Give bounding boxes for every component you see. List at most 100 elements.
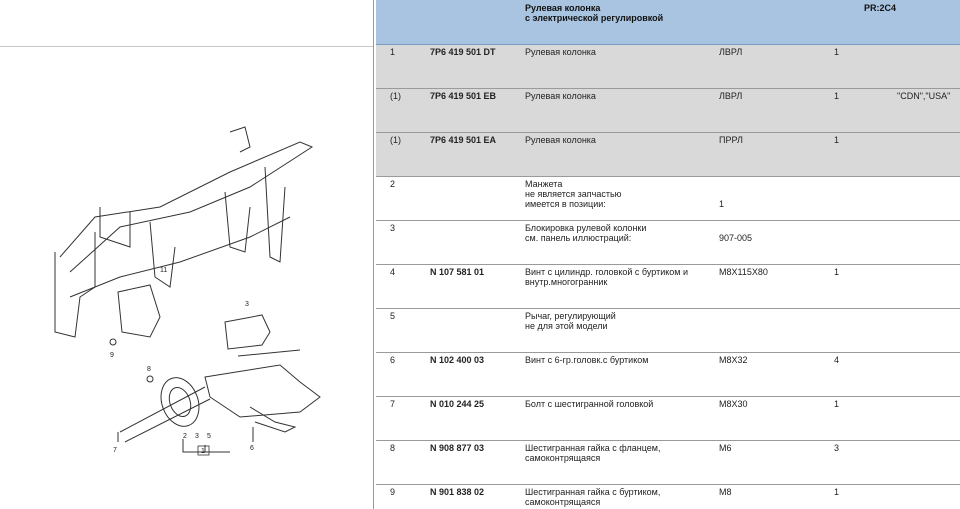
description-line: Болт с шестигранной головкой <box>525 399 654 409</box>
cell-part-number: N 901 838 02 <box>430 487 485 497</box>
callout-2: 2 <box>183 433 187 440</box>
cell-position: 7 <box>390 399 396 409</box>
description-line: Блокировка рулевой колонки <box>525 223 647 233</box>
cell-model: "CDN","USA" <box>897 91 951 101</box>
description-line: см. панель иллюстраций: <box>525 233 632 243</box>
lever-5 <box>249 406 297 433</box>
cell-description: Болт с шестигранной головкой <box>525 399 710 409</box>
table-row[interactable]: (1) 7P6 419 501 EA Рулевая колонка ПРРЛ 1 <box>376 133 960 177</box>
parts-table: Рулевая колонка с электрической регулиро… <box>376 0 960 509</box>
cell-part-number: N 010 244 25 <box>430 399 485 409</box>
cell-description: Рулевая колонка <box>525 135 710 145</box>
callout-8: 8 <box>147 366 151 373</box>
cell-remark: 1 <box>719 199 725 209</box>
bolt-4 <box>237 349 301 357</box>
description-line: не является запчастью <box>525 189 622 199</box>
frame-crossbar <box>59 141 314 273</box>
nut-9 <box>109 338 117 346</box>
cell-quantity: 1 <box>834 91 840 101</box>
cell-quantity: 1 <box>834 487 840 497</box>
description-line: имеется в позиции: <box>525 199 606 209</box>
cell-remark: M8X32 <box>719 355 748 365</box>
description-line: самоконтрящаяся <box>525 453 601 463</box>
cell-remark: M8X115X80 <box>719 267 768 277</box>
description-line: Рулевая колонка <box>525 47 596 57</box>
cell-remark: M8 <box>719 487 732 497</box>
cell-quantity: 1 <box>834 135 840 145</box>
cell-part-number: 7P6 419 501 EA <box>430 135 497 145</box>
illustration-toolbar <box>0 0 373 47</box>
table-row[interactable]: 1 7P6 419 501 DT Рулевая колонка ЛВРЛ 1 <box>376 45 960 89</box>
cell-quantity: 1 <box>834 47 840 57</box>
description-line: Винт с 6-гр.головк.с буртиком <box>525 355 649 365</box>
cell-position: 2 <box>390 179 396 189</box>
callout-6: 6 <box>250 445 254 452</box>
cell-quantity: 4 <box>834 355 840 365</box>
cell-part-number: N 107 581 01 <box>430 267 485 277</box>
cell-position: (1) <box>390 135 401 145</box>
frame-vertical-stay <box>99 207 131 248</box>
frame-bracket-left <box>54 232 96 338</box>
cell-position: 4 <box>390 267 396 277</box>
boot-2 <box>160 377 200 427</box>
callout-5: 5 <box>207 433 211 440</box>
header-pr-code: PR:2C4 <box>864 3 897 13</box>
mounting-bracket <box>117 284 161 338</box>
frame-bracket-right <box>224 191 251 253</box>
description-line: Винт с цилиндр. головкой с буртиком и <box>525 267 688 277</box>
illustration-panel: 11 3 9 8 6 7 2 3 5 1 <box>0 0 374 509</box>
frame-strut <box>264 166 286 263</box>
nut-8 <box>146 375 154 383</box>
steering-column-body <box>204 364 321 418</box>
description-line: Рулевая колонка <box>525 135 596 145</box>
description-line: Манжета <box>525 179 563 189</box>
cell-position: 1 <box>390 47 396 57</box>
cell-quantity: 1 <box>834 399 840 409</box>
cell-remark: M8X30 <box>719 399 748 409</box>
table-row[interactable]: 7 N 010 244 25 Болт с шестигранной головко… <box>376 397 960 441</box>
cell-quantity: 3 <box>834 443 840 453</box>
cell-part-number: 7P6 419 501 EB <box>430 91 497 101</box>
callout-11: 11 <box>160 267 167 274</box>
table-row[interactable]: 8 N 908 877 03 Шестигранная гайка с фланце… <box>376 441 960 485</box>
cell-position: (1) <box>390 91 401 101</box>
callout-9: 9 <box>110 352 114 359</box>
cell-description: Винт с 6-гр.головк.с буртиком <box>525 355 710 365</box>
callout-7: 7 <box>113 447 117 454</box>
description-line: Рычаг, регулирующий <box>525 311 616 321</box>
callout-3: 3 <box>245 301 249 308</box>
cell-description: Рулевая колонка <box>525 91 710 101</box>
cell-position: 8 <box>390 443 396 453</box>
description-line: не для этой модели <box>525 321 608 331</box>
callout-3b: 3 <box>195 433 199 440</box>
frame-lower-bar <box>69 216 291 298</box>
description-line: Рулевая колонка <box>525 91 596 101</box>
cell-remark: ЛВРЛ <box>719 47 743 57</box>
cell-remark: 907-005 <box>719 233 753 243</box>
cell-part-number: N 908 877 03 <box>430 443 485 453</box>
cell-description: Шестигранная гайка с буртиком,самоконтря… <box>525 487 710 507</box>
header-title: Рулевая колонка с электрической регулиро… <box>525 3 664 23</box>
callout-1[interactable]: 1 <box>201 448 205 455</box>
cell-remark: M6 <box>719 443 732 453</box>
description-line: Шестигранная гайка с фланцем, <box>525 443 661 453</box>
table-header: Рулевая колонка с электрической регулиро… <box>376 0 960 45</box>
description-line: внутр.многогранник <box>525 277 608 287</box>
table-row[interactable]: 4 N 107 581 01 Винт с цилиндр. головкой с … <box>376 265 960 309</box>
callout-1-box <box>197 445 210 456</box>
cell-remark: ПРРЛ <box>719 135 743 145</box>
frame-top-bracket <box>229 126 251 153</box>
description-line: самоконтрящаяся <box>525 497 601 507</box>
cell-part-number: N 102 400 03 <box>430 355 485 365</box>
cell-part-number: 7P6 419 501 DT <box>430 47 496 57</box>
